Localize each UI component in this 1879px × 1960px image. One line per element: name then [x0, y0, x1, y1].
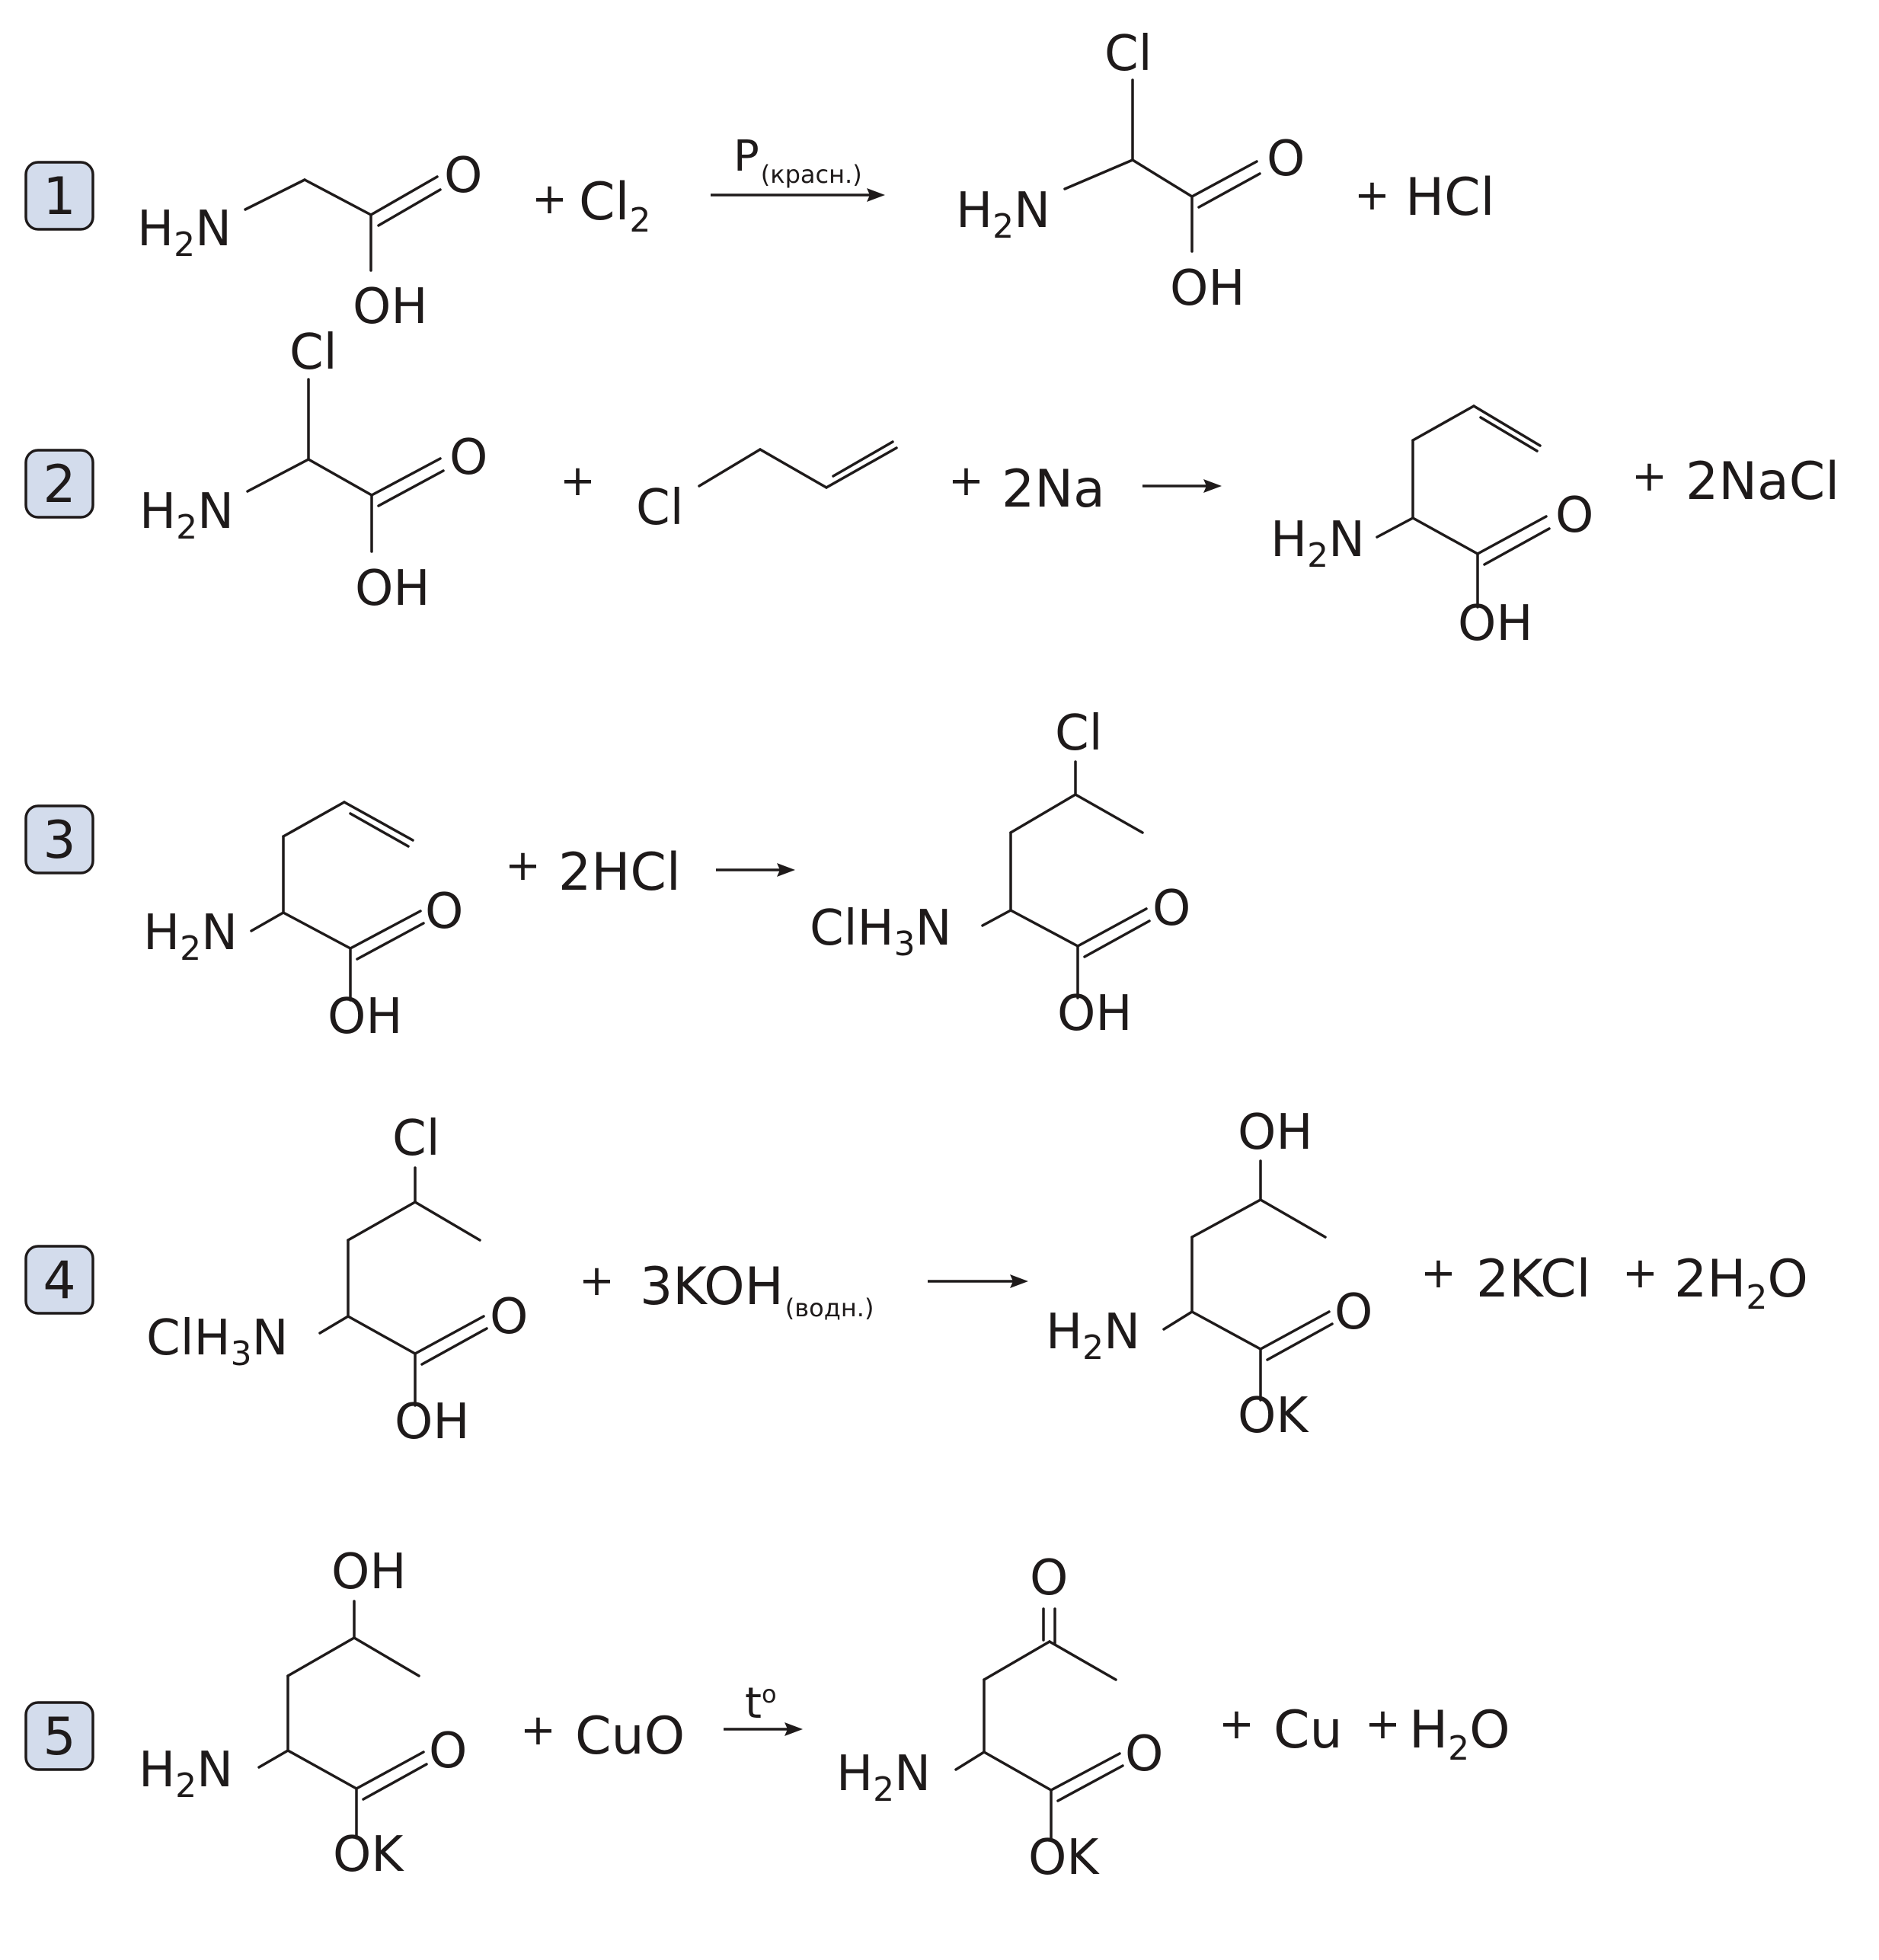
step-badge-1: [24, 161, 94, 231]
reaction-3: 3 H2N O OH + 2HCl Cl: [24, 705, 1190, 1045]
ammonium-chloride-group: ClH3N: [810, 900, 951, 964]
step-badge-2: [24, 449, 94, 519]
carbonyl-oxygen: O: [1334, 1284, 1373, 1341]
plus-sign: +: [520, 1706, 556, 1755]
reagent-copper-oxide: CuO: [575, 1706, 685, 1767]
allylglycine-structure: H2N O OH: [1270, 404, 1593, 652]
chlorine-substituent: Cl: [1104, 26, 1152, 82]
byproduct-water: H2O: [1409, 1700, 1510, 1768]
plus-sign: +: [1631, 452, 1667, 501]
byproduct-potassium-chloride: 2KCl: [1476, 1249, 1591, 1309]
hydroxyl-group: OH: [395, 1394, 470, 1450]
plus-sign: +: [579, 1256, 615, 1306]
chloroglycine-structure: Cl H2N O OH: [139, 325, 487, 617]
ketone-oxygen: O: [1030, 1550, 1068, 1607]
carbonyl-oxygen: O: [490, 1289, 528, 1345]
carbonyl-oxygen: O: [429, 1723, 467, 1779]
chloroglycine-structure: Cl H2N O OH: [956, 26, 1305, 317]
carboxylate-potassium: OK: [1028, 1830, 1100, 1886]
hydroxyl-substituent: OH: [331, 1544, 407, 1600]
chloronorvaline-hydrochloride-structure: Cl ClH3N O OH: [810, 705, 1190, 1042]
plus-sign: +: [1420, 1249, 1456, 1298]
reagent-hydrogen-chloride: 2HCl: [558, 843, 681, 903]
step-number-5: 5: [43, 1707, 75, 1767]
catalyst-label: P(красн.): [733, 132, 862, 189]
allyl-chloride-structure: Cl: [636, 440, 898, 536]
chlorine-substituent: Cl: [392, 1111, 439, 1167]
glycine-structure: H2N O OH: [137, 148, 482, 335]
byproduct-sodium-chloride: 2NaCl: [1686, 452, 1839, 512]
reagent-chlorine: Cl2: [579, 172, 650, 240]
reaction-1: 1 H2N O OH + Cl2 P(красн.) Cl H2N: [24, 26, 1495, 335]
step-number-1: 1: [43, 167, 75, 227]
chlorine-atom: Cl: [636, 480, 683, 536]
hydroxynorvaline-salt-structure: OH H2N O OK: [139, 1544, 467, 1883]
amino-group: H2N: [137, 201, 232, 264]
ammonium-chloride-group: ClH3N: [146, 1310, 288, 1373]
oxonorvaline-salt-structure: O H2N O OK: [836, 1550, 1163, 1886]
reagent-sodium: 2Na: [1002, 459, 1105, 520]
hydroxyl-group: OH: [1458, 596, 1533, 652]
amino-group: H2N: [956, 183, 1050, 246]
reaction-arrow: [724, 1722, 803, 1736]
step-badge-4: [24, 1245, 94, 1315]
carbonyl-oxygen: O: [1152, 881, 1190, 937]
hydroxyl-group: OH: [355, 561, 430, 617]
hydroxyl-group: OH: [1057, 986, 1133, 1042]
hydroxyl-substituent: OH: [1238, 1105, 1313, 1161]
reaction-arrow: [711, 188, 885, 202]
reaction-5: 5 OH H2N O OK + CuO to O: [24, 1544, 1510, 1886]
byproduct-hcl: HCl: [1405, 168, 1495, 228]
reaction-4: 4 Cl ClH3N O OH + 3KOH(водн.) OH: [24, 1105, 1808, 1450]
carboxylate-potassium: OK: [1238, 1388, 1309, 1444]
allylglycine-structure: H2N O OH: [143, 801, 463, 1045]
plus-sign: +: [1365, 1699, 1401, 1749]
plus-sign: +: [1622, 1249, 1658, 1298]
amino-group: H2N: [836, 1746, 931, 1809]
hydroxynorvaline-salt-structure: OH H2N O OK: [1046, 1105, 1373, 1444]
plus-sign: +: [948, 456, 984, 506]
carbonyl-oxygen: O: [1555, 488, 1593, 544]
chlorine-substituent: Cl: [1055, 705, 1102, 762]
amino-group: H2N: [1270, 512, 1365, 575]
carbonyl-oxygen: O: [1125, 1726, 1163, 1783]
reagent-potassium-hydroxide: 3KOH(водн.): [640, 1257, 874, 1322]
plus-sign: +: [1219, 1699, 1254, 1749]
amino-group: H2N: [139, 484, 234, 547]
reaction-arrow: [1142, 479, 1222, 493]
carbonyl-oxygen: O: [425, 884, 463, 940]
heating-condition: to: [745, 1679, 777, 1728]
step-number-2: 2: [43, 455, 75, 515]
plus-sign: +: [560, 456, 596, 506]
carbonyl-oxygen: O: [1267, 131, 1305, 187]
amino-group: H2N: [143, 905, 238, 968]
plus-sign: +: [1354, 171, 1390, 220]
plus-sign: +: [532, 174, 567, 224]
hydroxyl-group: OH: [1170, 261, 1245, 317]
carboxylate-potassium: OK: [333, 1827, 404, 1883]
reaction-arrow: [716, 863, 795, 877]
carbonyl-oxygen: O: [444, 148, 482, 204]
carbonyl-oxygen: O: [449, 430, 487, 486]
chlorine-substituent: Cl: [289, 325, 337, 381]
step-badge-3: [24, 804, 94, 874]
step-badge-5: [24, 1701, 94, 1771]
chloronorvaline-hydrochloride-structure: Cl ClH3N O OH: [146, 1111, 528, 1450]
byproduct-water: 2H2O: [1674, 1249, 1808, 1317]
amino-group: H2N: [1046, 1304, 1140, 1367]
reaction-2: 2 Cl H2N O OH + Cl + 2Na: [24, 325, 1839, 652]
step-number-4: 4: [43, 1251, 75, 1311]
byproduct-copper: Cu: [1273, 1700, 1343, 1760]
step-number-3: 3: [43, 811, 75, 871]
hydroxyl-group: OH: [353, 279, 428, 335]
reaction-arrow: [928, 1274, 1028, 1288]
plus-sign: +: [505, 841, 541, 890]
hydroxyl-group: OH: [328, 989, 403, 1045]
amino-group: H2N: [139, 1742, 233, 1805]
